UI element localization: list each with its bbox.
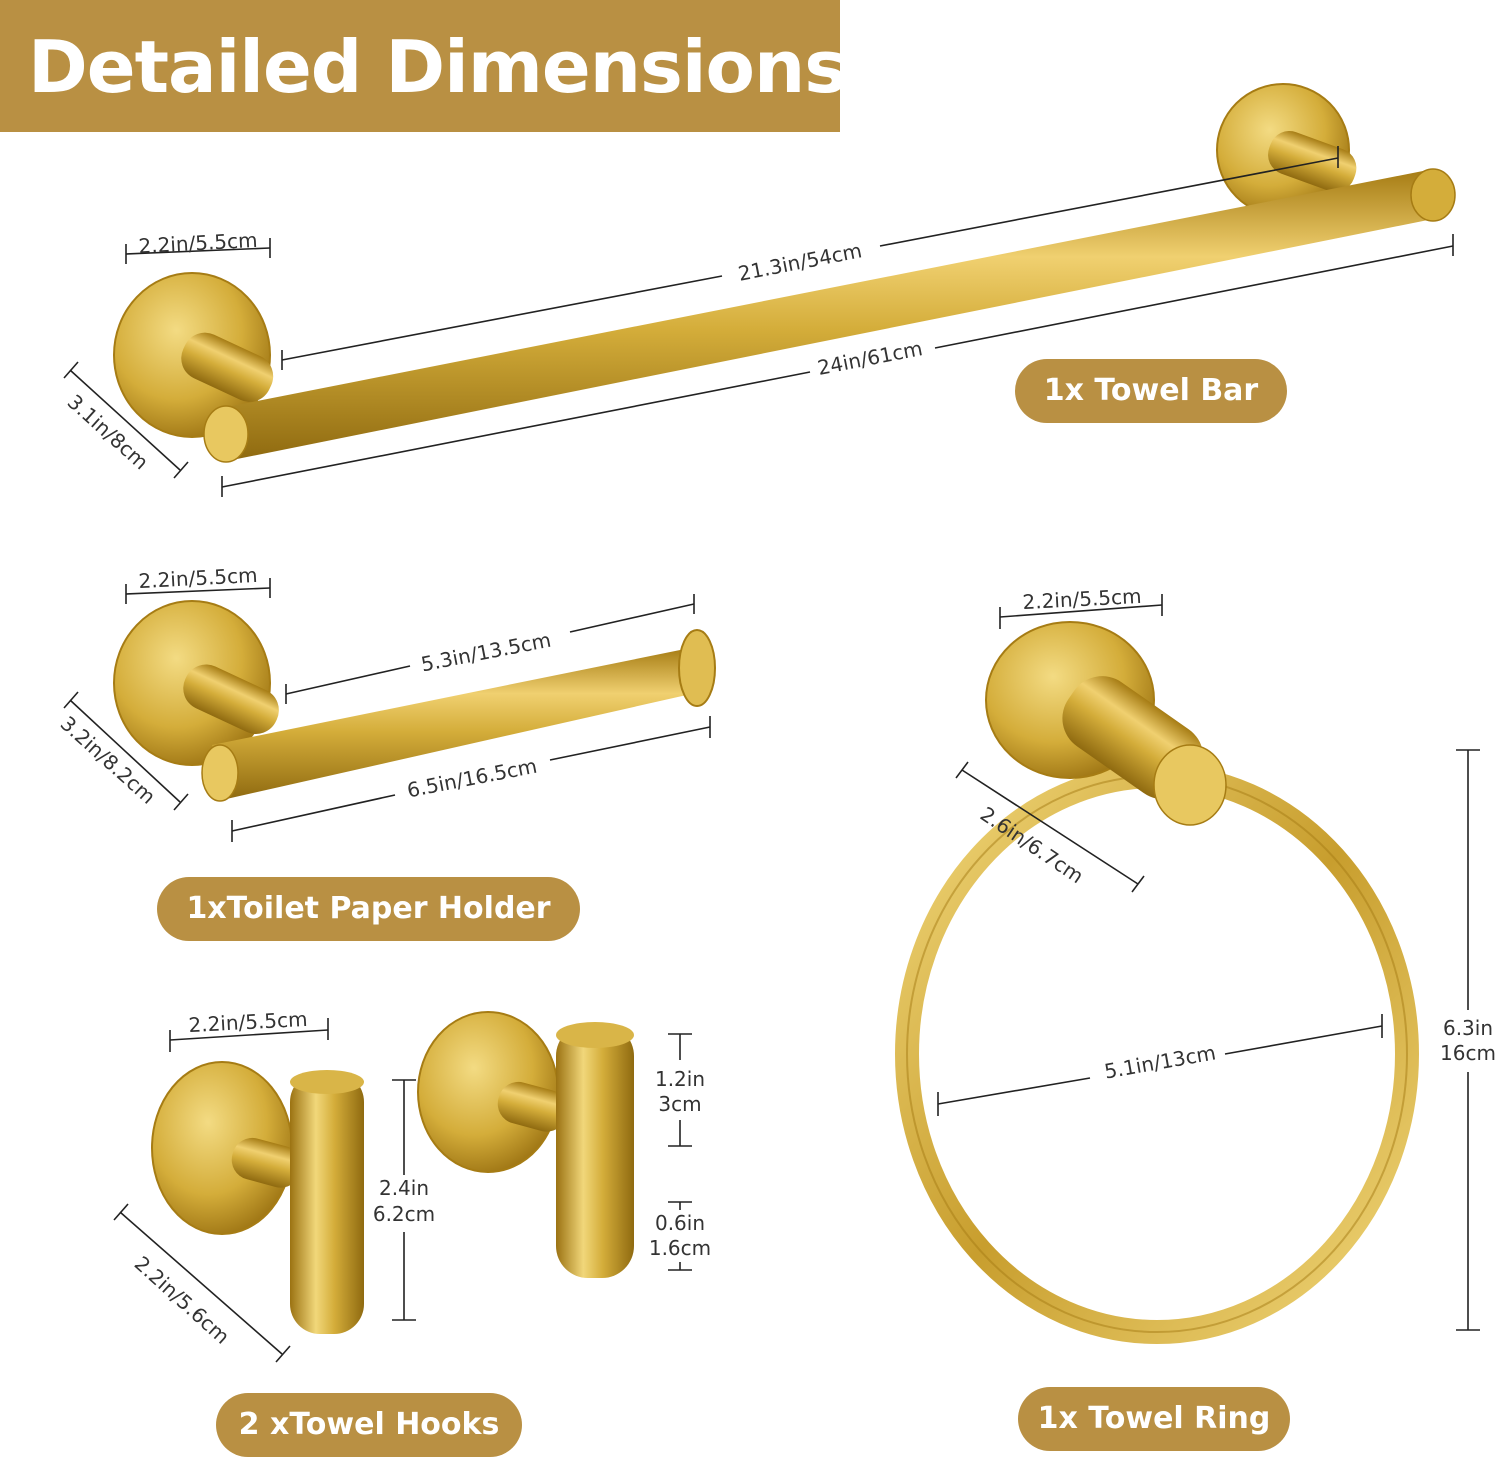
ring-height-in: 6.3in bbox=[1442, 1016, 1494, 1040]
towel-ring-post-end bbox=[1153, 744, 1227, 826]
title-banner: Detailed Dimensions bbox=[0, 0, 847, 132]
towel-bar-label: 1x Towel Bar bbox=[1015, 359, 1287, 423]
towel-hooks-dimension-lines bbox=[113, 1018, 692, 1363]
hooks-bottom-cm: 1.6cm bbox=[648, 1236, 712, 1260]
hooks-height-in: 2.4in bbox=[378, 1176, 430, 1200]
hook-2-cap bbox=[556, 1022, 634, 1048]
towel-bar-rod-end-left bbox=[203, 405, 249, 463]
hooks-top-cm: 3cm bbox=[658, 1092, 702, 1116]
hooks-height-cm: 6.2cm bbox=[372, 1202, 436, 1226]
towel-bar-dimension-lines bbox=[63, 146, 1454, 497]
towel-ring-dimension-lines bbox=[937, 594, 1480, 1331]
tp-holder-rod-end bbox=[201, 744, 239, 802]
towel-hook-2-illustration bbox=[417, 1011, 634, 1278]
towel-bar-illustration bbox=[113, 83, 1456, 463]
toilet-paper-holder-label: 1xToilet Paper Holder bbox=[157, 877, 580, 941]
towel-bar-left-post bbox=[181, 332, 274, 402]
hook-1-post bbox=[290, 1072, 364, 1334]
towel-ring-label: 1x Towel Ring bbox=[1018, 1387, 1290, 1451]
toilet-paper-holder-illustration bbox=[113, 600, 716, 802]
hook-1-cap bbox=[290, 1070, 364, 1094]
hook-2-arm bbox=[497, 1081, 568, 1132]
towel-bar-right-post bbox=[1268, 131, 1357, 192]
hooks-bottom-in: 0.6in bbox=[654, 1211, 706, 1235]
hooks-top-in: 1.2in bbox=[654, 1067, 706, 1091]
ring-height-cm: 16cm bbox=[1440, 1041, 1496, 1065]
hook-2-post bbox=[556, 1024, 634, 1278]
towel-ring-illustration bbox=[895, 621, 1419, 1344]
hook-1-arm bbox=[231, 1137, 302, 1188]
towel-bar-rod bbox=[222, 170, 1438, 460]
tp-holder-post bbox=[183, 664, 279, 734]
tp-holder-rod bbox=[212, 648, 700, 800]
tp-holder-dimension-lines bbox=[63, 578, 711, 842]
towel-bar-rod-end-right bbox=[1410, 168, 1456, 222]
towel-hooks-label: 2 xTowel Hooks bbox=[216, 1393, 522, 1457]
page-title: Detailed Dimensions bbox=[28, 25, 847, 109]
tp-holder-end-cap bbox=[678, 629, 716, 707]
towel-hook-1-illustration bbox=[151, 1061, 364, 1334]
